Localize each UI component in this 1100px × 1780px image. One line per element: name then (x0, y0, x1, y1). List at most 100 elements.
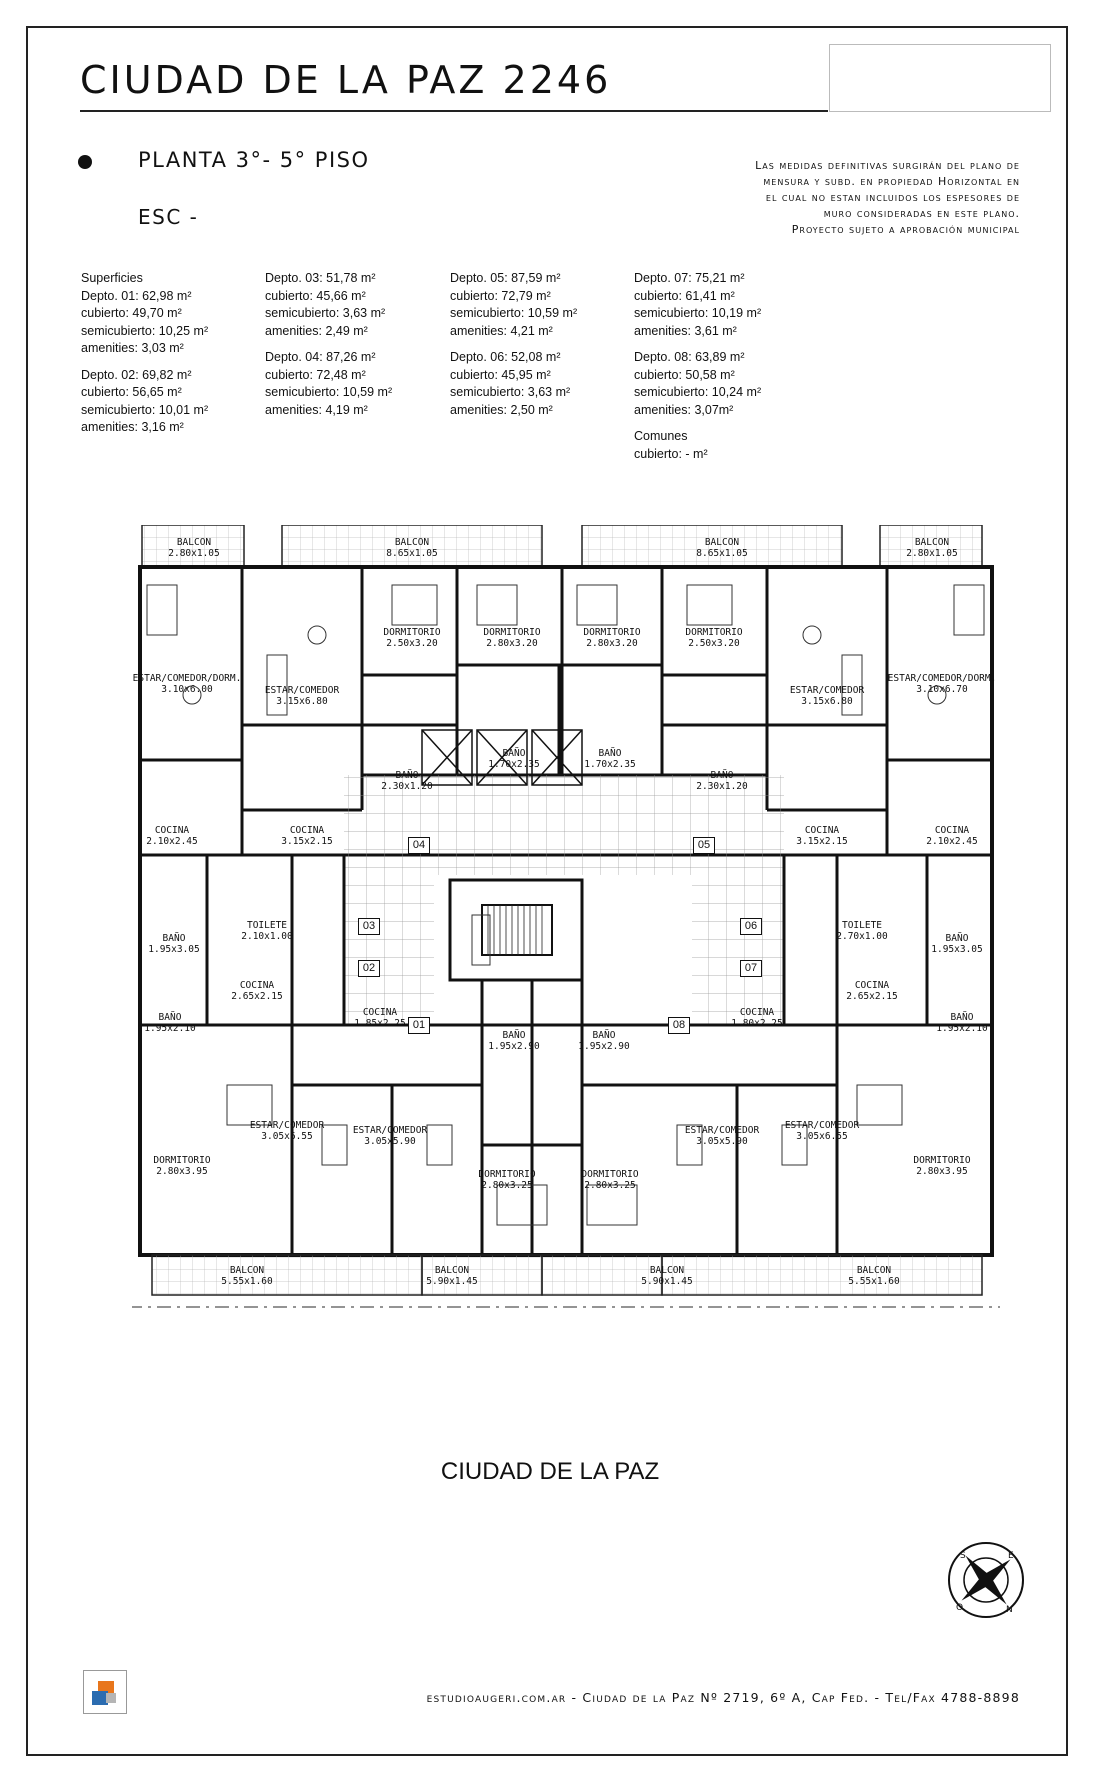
area-line: semicubierto: 10,59 m² (265, 385, 393, 399)
areas-column-4: Depto. 07: 75,21 m² cubierto: 61,41 m² s… (634, 270, 761, 463)
room-estar: ESTAR/COMEDOR/DORM.3.10x6.00 (132, 673, 242, 695)
area-line: cubierto: 56,65 m² (81, 385, 182, 399)
area-line: cubierto: 72,79 m² (450, 288, 551, 303)
footer-contact: estudioaugeri.com.ar - Ciudad de la Paz … (426, 1690, 1020, 1705)
area-line: Depto. 03: 51,78 m² (265, 271, 376, 285)
disclaimer-line: mensura y subd. en propiedad Horizontal … (763, 175, 1020, 188)
studio-logo-icon (83, 1670, 127, 1714)
area-line: cubierto: 45,95 m² (450, 367, 551, 382)
areas-column-3: Depto. 05: 87,59 m² cubierto: 72,79 m² s… (450, 270, 577, 419)
area-line: amenities: 4,19 m² (265, 402, 368, 417)
disclaimer: Las medidas definitivas surgirán del pla… (710, 158, 1020, 238)
area-line: semicubierto: 10,01 m² (81, 402, 209, 417)
area-line: Depto. 04: 87,26 m² (265, 350, 376, 364)
area-line: cubierto: 72,48 m² (265, 367, 366, 382)
area-line: Comunes (634, 429, 688, 443)
unit-number: 08 (668, 1017, 690, 1034)
compass-rose-icon: S N E O (946, 1540, 1026, 1620)
area-line: semicubierto: 3,63 m² (265, 306, 386, 320)
area-line: Depto. 05: 87,59 m² (450, 271, 561, 285)
area-line: Superficies (81, 271, 143, 285)
area-line: amenities: 2,49 m² (265, 323, 368, 338)
compass-letter: E (1008, 1551, 1014, 1561)
area-line: Depto. 07: 75,21 m² (634, 271, 745, 285)
area-line: amenities: 3,61 m² (634, 323, 737, 338)
compass-letter: O (956, 1603, 963, 1613)
unit-number: 05 (693, 837, 715, 854)
street-name: CIUDAD DE LA PAZ (440, 1458, 660, 1485)
area-line: Depto. 06: 52,08 m² (450, 350, 561, 364)
compass-letter: N (1006, 1605, 1013, 1615)
floor-plan-drawing (132, 525, 1000, 1308)
area-line: semicubierto: 10,25 m² (81, 323, 209, 338)
unit-number: 07 (740, 960, 762, 977)
area-line: Depto. 01: 62,98 m² (81, 288, 192, 303)
unit-number: 04 (408, 837, 430, 854)
disclaimer-line: muro consideradas en este plano. (823, 207, 1020, 220)
disclaimer-line: Proyecto sujeto a aprobación municipal (791, 223, 1020, 236)
area-line: cubierto: 50,58 m² (634, 367, 735, 382)
area-line: cubierto: 49,70 m² (81, 306, 182, 320)
bullet-icon (78, 155, 92, 169)
area-line: amenities: 2,50 m² (450, 402, 553, 417)
area-line: semicubierto: 3,63 m² (450, 385, 571, 399)
stamp-box (829, 44, 1051, 112)
area-line: amenities: 3,16 m² (81, 420, 184, 434)
disclaimer-line: Las medidas definitivas surgirán del pla… (755, 159, 1020, 172)
area-line: amenities: 3,07m² (634, 402, 734, 417)
area-line: semicubierto: 10,19 m² (634, 306, 762, 320)
area-line: cubierto: 45,66 m² (265, 288, 366, 303)
area-line: semicubierto: 10,59 m² (450, 306, 578, 320)
room-estar: ESTAR/COMEDOR/DORM.3.10x6.70 (887, 673, 997, 695)
title-underline (80, 110, 828, 112)
area-line: amenities: 3,03 m² (81, 341, 184, 355)
unit-number: 02 (358, 960, 380, 977)
disclaimer-line: el cual no estan incluidos los espesores… (765, 191, 1020, 204)
page-title: CIUDAD DE LA PAZ 2246 (80, 58, 612, 102)
unit-number: 03 (358, 918, 380, 935)
area-line: amenities: 4,21 m² (450, 323, 553, 338)
areas-column-1: Superficies Depto. 01: 62,98 m² cubierto… (81, 270, 208, 437)
stair-label: ESC - (138, 205, 199, 229)
area-line: Depto. 08: 63,89 m² (634, 350, 745, 364)
area-line: Depto. 02: 69,82 m² (81, 367, 192, 382)
areas-column-2: Depto. 03: 51,78 m² cubierto: 45,66 m² s… (265, 270, 392, 419)
